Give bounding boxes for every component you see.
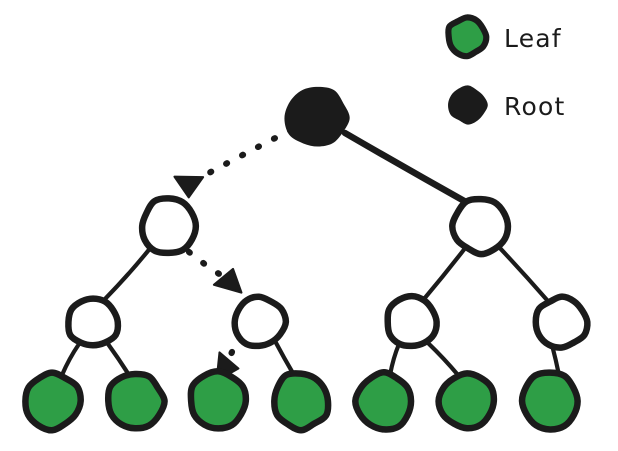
node-circle[interactable] (518, 369, 581, 433)
node-circle[interactable] (352, 368, 415, 433)
legend-swatch-root-icon (448, 85, 488, 125)
tree-node-leaf[interactable] (271, 370, 332, 434)
node-circle[interactable] (138, 195, 200, 257)
tree-node-root[interactable] (284, 86, 350, 147)
tree-node-leaf[interactable] (22, 369, 84, 434)
tree-node-leaf[interactable] (435, 370, 498, 432)
node-circle[interactable] (532, 293, 591, 351)
legend-item-root: Root (448, 85, 565, 125)
node-circle[interactable] (284, 86, 350, 147)
edges-layer (59, 129, 562, 378)
node-circle[interactable] (271, 370, 332, 434)
tree-edge (102, 243, 155, 302)
tree-node-leaf[interactable] (187, 368, 250, 432)
tree-edge (421, 244, 469, 302)
node-circle[interactable] (384, 292, 440, 350)
dotted-path (185, 248, 228, 281)
node-circle[interactable] (231, 293, 290, 350)
tree-node-internal[interactable] (138, 195, 200, 257)
arrowhead-icon (173, 175, 205, 199)
tree-node-internal[interactable] (384, 292, 440, 350)
legend-label-root: Root (504, 92, 565, 121)
node-circle[interactable] (22, 369, 84, 434)
node-circle[interactable] (449, 195, 512, 258)
legend-item-leaf: Leaf (445, 14, 562, 60)
tree-node-internal[interactable] (532, 293, 591, 351)
tree-edge (425, 340, 461, 378)
tree-node-internal[interactable] (65, 295, 122, 349)
traversal-arrows-layer (173, 126, 295, 382)
node-circle[interactable] (187, 368, 250, 432)
tree-node-leaf[interactable] (352, 368, 415, 433)
traversal-arrow (185, 248, 243, 294)
arrowhead-icon (212, 267, 243, 294)
dotted-path (192, 126, 295, 184)
tree-edge (495, 243, 550, 303)
traversal-arrow (173, 126, 295, 199)
tree-edge (387, 341, 402, 378)
tree-edge (105, 341, 132, 378)
legend-label-leaf: Leaf (504, 24, 562, 53)
nodes-layer (22, 86, 591, 434)
node-circle[interactable] (65, 295, 122, 349)
tree-edge (59, 341, 82, 378)
tree-node-internal[interactable] (449, 195, 512, 258)
dotted-path (224, 348, 236, 366)
node-circle[interactable] (104, 370, 168, 432)
tree-node-leaf[interactable] (104, 370, 168, 432)
legend-swatch-leaf-icon (445, 14, 490, 60)
tree-node-leaf[interactable] (518, 369, 581, 433)
tree-edge (272, 338, 297, 378)
tree-node-internal[interactable] (231, 293, 290, 350)
tree-edge (341, 129, 470, 206)
node-circle[interactable] (435, 370, 498, 432)
